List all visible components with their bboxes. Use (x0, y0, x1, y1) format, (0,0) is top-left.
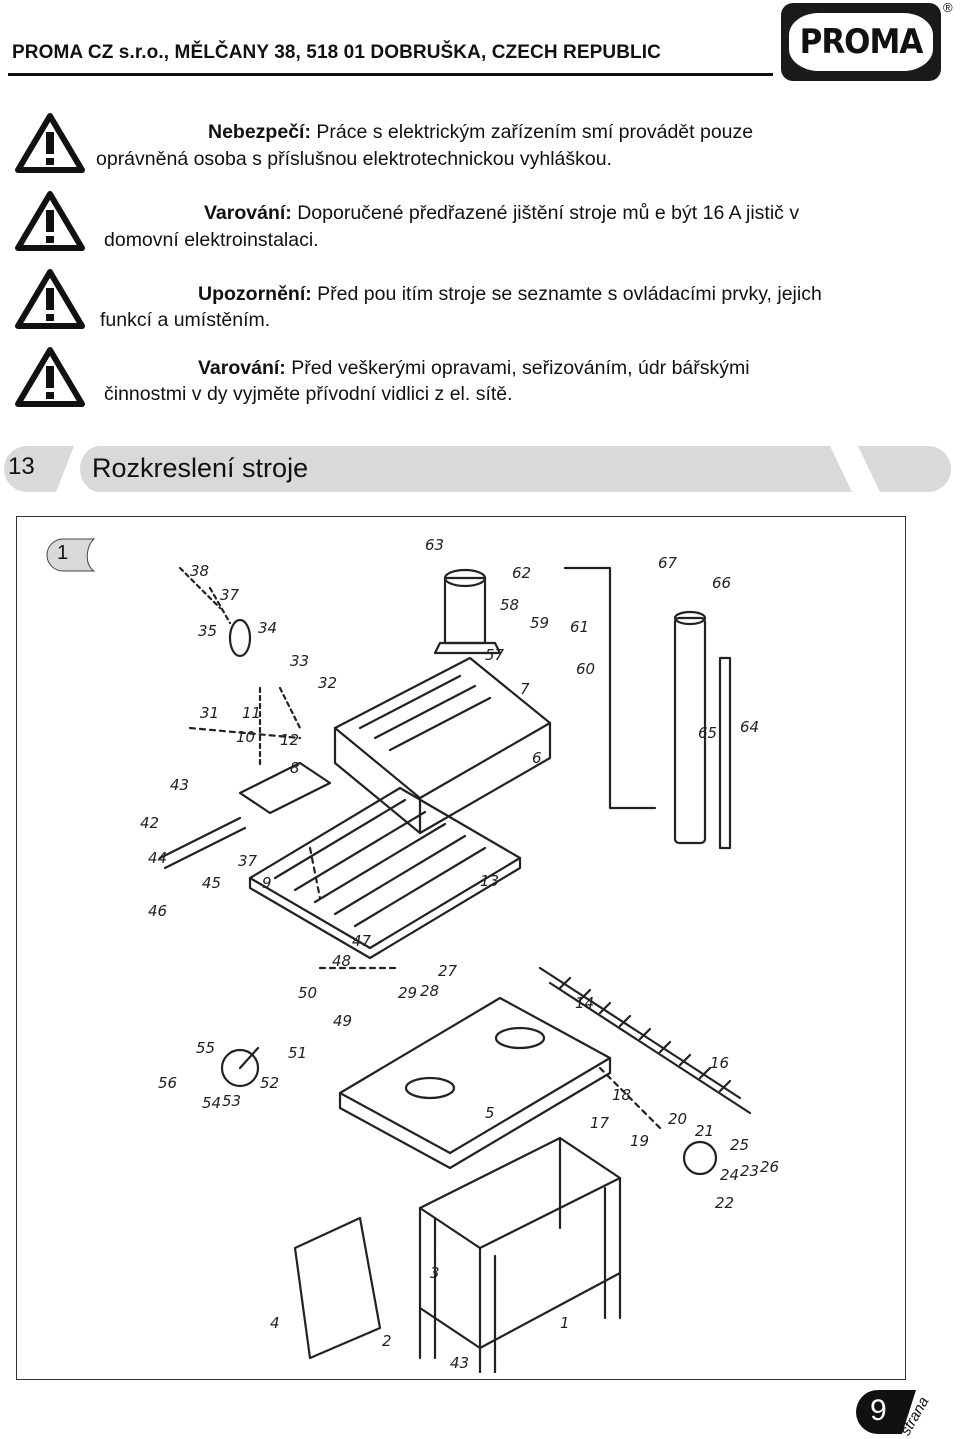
svg-text:56: 56 (158, 1074, 177, 1092)
logo-text: PROMA (799, 22, 924, 62)
figure-frame (16, 516, 906, 1380)
svg-text:37: 37 (220, 586, 240, 604)
svg-text:60: 60 (576, 660, 595, 678)
svg-text:54: 54 (202, 1094, 221, 1112)
svg-text:28: 28 (420, 982, 439, 1000)
svg-text:64: 64 (740, 718, 759, 736)
svg-text:38: 38 (190, 562, 209, 580)
svg-text:44: 44 (148, 849, 167, 867)
svg-text:48: 48 (332, 952, 351, 970)
svg-text:43: 43 (170, 776, 189, 794)
svg-text:5: 5 (485, 1104, 495, 1122)
svg-text:29: 29 (398, 984, 417, 1002)
svg-text:8: 8 (290, 759, 300, 777)
svg-text:22: 22 (715, 1194, 734, 1212)
warning-triangle-icon (15, 191, 85, 251)
warning-label: Varování: (198, 357, 286, 379)
warning-triangle-icon (15, 347, 85, 407)
svg-text:45: 45 (202, 874, 221, 892)
svg-text:17: 17 (590, 1114, 610, 1132)
figure-tag: 1 (57, 542, 69, 564)
page-number: 9 (870, 1394, 887, 1427)
warning-text: Práce s elektrickým zařízením smí provád… (310, 121, 754, 143)
svg-text:3: 3 (430, 1264, 440, 1282)
warning-text: Doporučené předřazené jištění stroje mů … (291, 202, 800, 224)
svg-text:21: 21 (695, 1122, 714, 1140)
svg-text:55: 55 (196, 1039, 215, 1057)
svg-text:47: 47 (352, 932, 372, 950)
page-number-badge (856, 1390, 916, 1434)
warning-text-line2: činnostmi v dy vyjměte přívodní vidlici … (104, 383, 513, 405)
svg-text:2: 2 (382, 1332, 392, 1350)
svg-text:7: 7 (520, 680, 530, 698)
svg-text:1: 1 (560, 1314, 570, 1332)
section-title: Rozkreslení stroje (92, 453, 309, 483)
warning-triangle-icon (15, 113, 85, 173)
svg-text:27: 27 (438, 962, 458, 980)
registered-mark: ® (943, 0, 953, 15)
section-number: 13 (8, 453, 35, 480)
svg-text:23: 23 (740, 1162, 759, 1180)
svg-text:4: 4 (270, 1314, 280, 1332)
svg-text:43: 43 (450, 1354, 469, 1372)
svg-text:18: 18 (612, 1086, 631, 1104)
svg-text:67: 67 (658, 554, 678, 572)
svg-text:34: 34 (258, 619, 277, 637)
warning-text: Před pou itím stroje se seznamte s ovlád… (311, 283, 822, 305)
svg-text:33: 33 (290, 652, 309, 670)
svg-text:66: 66 (712, 574, 731, 592)
svg-text:32: 32 (318, 674, 337, 692)
svg-text:37: 37 (238, 852, 258, 870)
svg-text:6: 6 (532, 749, 542, 767)
svg-text:49: 49 (333, 1012, 352, 1030)
warning-text-line2: oprávněná osoba s příslušnou elektrotech… (96, 148, 612, 170)
svg-text:46: 46 (148, 902, 167, 920)
svg-text:58: 58 (500, 596, 519, 614)
warning-text-line2: domovní elektroinstalaci. (104, 229, 319, 251)
warning-text: Před veškerými opravami, seřizováním, úd… (285, 357, 750, 379)
svg-text:24: 24 (720, 1166, 739, 1184)
svg-text:50: 50 (298, 984, 317, 1002)
figure-tag-shape (46, 538, 96, 572)
warning-label: Upozornění: (198, 283, 312, 305)
svg-text:61: 61 (570, 618, 589, 636)
section-header-bar (4, 446, 951, 492)
company-header: PROMA CZ s.r.o., MĚLČANY 38, 518 01 DOBR… (12, 42, 661, 63)
svg-text:65: 65 (698, 724, 717, 742)
svg-text:16: 16 (710, 1054, 729, 1072)
warning-label: Varování: (204, 202, 292, 224)
svg-text:20: 20 (668, 1110, 687, 1128)
warning-label: Nebezpečí: (208, 121, 311, 143)
svg-text:10: 10 (236, 728, 255, 746)
svg-text:57: 57 (485, 646, 505, 664)
svg-text:35: 35 (198, 622, 217, 640)
svg-text:19: 19 (630, 1132, 649, 1150)
svg-text:26: 26 (760, 1158, 779, 1176)
svg-text:9: 9 (262, 874, 272, 892)
warning-text-line2: funkcí a umístěním. (100, 309, 271, 331)
proma-logo: PROMA (781, 3, 941, 81)
svg-text:12: 12 (280, 731, 299, 749)
header-rule (8, 73, 773, 76)
svg-text:53: 53 (222, 1092, 241, 1110)
svg-text:59: 59 (530, 614, 549, 632)
svg-text:42: 42 (140, 814, 159, 832)
svg-text:52: 52 (260, 1074, 279, 1092)
svg-text:11: 11 (242, 704, 261, 722)
svg-text:14: 14 (575, 994, 594, 1012)
svg-text:62: 62 (512, 564, 531, 582)
svg-text:25: 25 (730, 1136, 749, 1154)
svg-text:63: 63 (425, 536, 444, 554)
warning-triangle-icon (15, 269, 85, 329)
svg-text:31: 31 (200, 704, 219, 722)
svg-text:13: 13 (480, 872, 499, 890)
svg-text:51: 51 (288, 1044, 307, 1062)
